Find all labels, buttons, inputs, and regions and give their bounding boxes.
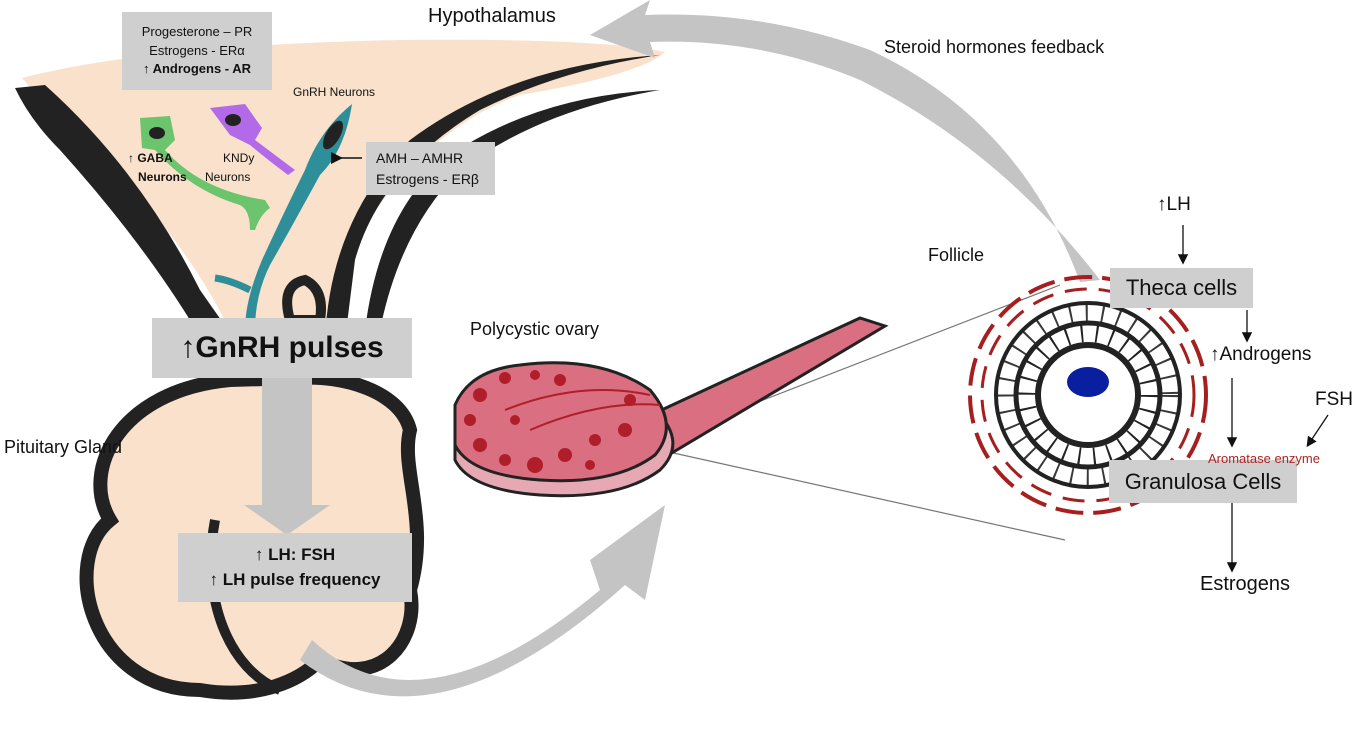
estrogen-alpha-receptor: Estrogens - ERα — [149, 42, 245, 58]
polycystic-ovary — [453, 316, 889, 498]
receptors-side-box: AMH – AMHR Estrogens - ERβ — [366, 142, 495, 195]
pituitary-gland-label: Pituitary Gland — [4, 437, 123, 457]
polycystic-ovary-label: Polycystic ovary — [470, 319, 600, 339]
gaba-neurons-label-2: Neurons — [138, 170, 187, 184]
estrogens-label: Estrogens — [1200, 573, 1291, 595]
estrogen-beta-receptor: Estrogens - ERβ — [376, 170, 479, 187]
gnrh-neuron — [245, 104, 352, 330]
kndy-neurons-label-1: KNDy — [223, 151, 255, 165]
androgens-up-label: ↑Androgens — [1210, 344, 1312, 365]
follicle-illustration — [968, 275, 1208, 515]
steroid-feedback-arrow — [590, 0, 1100, 282]
lh-fsh-ratio: ↑ LH: FSH — [254, 544, 336, 564]
fsh-label: FSH — [1315, 389, 1353, 410]
lh-up-label: ↑LH — [1157, 194, 1191, 215]
pituitary-to-ovary-arrow — [300, 505, 665, 697]
oocyte — [1067, 367, 1109, 397]
granulosa-cells-text: Granulosa Cells — [1124, 468, 1282, 494]
hypothalamus-shape — [22, 39, 665, 330]
amh-receptor: AMH – AMHR — [376, 150, 464, 167]
follicle-label: Follicle — [928, 245, 985, 265]
gaba-neuron — [140, 116, 270, 230]
hypothalamus-label: Hypothalamus — [428, 5, 556, 27]
kndy-neurons-label-2: Neurons — [205, 170, 251, 184]
gnrh-to-pituitary-arrow — [244, 378, 330, 535]
granulosa-cells-box: Granulosa Cells — [1109, 460, 1297, 503]
gnrh-pulses-box: ↑GnRH pulses — [152, 318, 412, 378]
aromatase-enzyme-label: Aromatase enzyme — [1208, 451, 1320, 466]
gaba-neurons-label-1: ↑ GABA — [128, 151, 173, 165]
theca-cells-text: Theca cells — [1125, 275, 1238, 301]
receptors-top-box: Progesterone – PR Estrogens - ERα ↑ Andr… — [122, 12, 272, 90]
gnrh-pulses-text: ↑GnRH pulses — [180, 331, 384, 365]
lh-pulse-frequency: ↑ LH pulse frequency — [209, 569, 381, 589]
androgen-receptor: ↑ Androgens - AR — [142, 61, 252, 77]
theca-cells-box: Theca cells — [1110, 268, 1253, 308]
gnrh-neurons-label: GnRH Neurons — [293, 85, 376, 99]
progesterone-receptor: Progesterone – PR — [141, 23, 253, 39]
lh-fsh-box: ↑ LH: FSH ↑ LH pulse frequency — [178, 533, 412, 602]
steroid-feedback-label: Steroid hormones feedback — [884, 37, 1105, 57]
